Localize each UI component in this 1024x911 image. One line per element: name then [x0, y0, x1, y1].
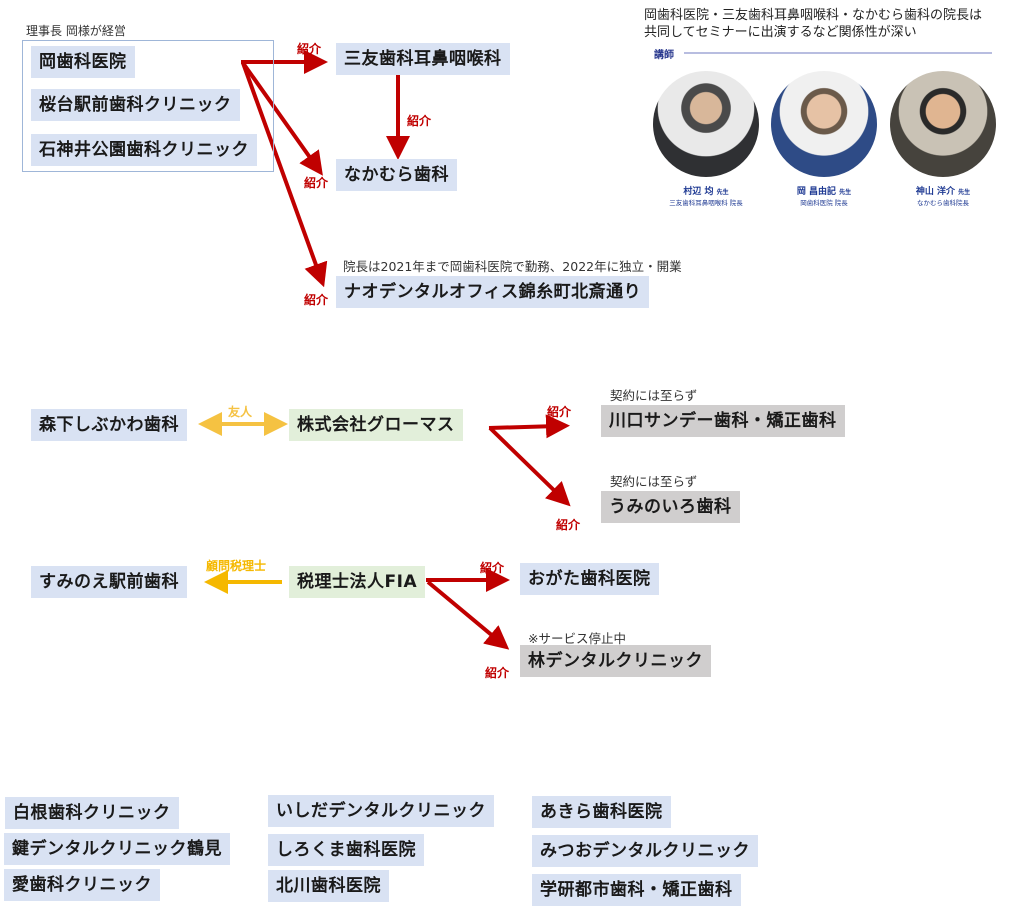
lecturer-3-suffix: 先生 — [958, 189, 971, 196]
label-referral-sanyu-nakamura: 紹介 — [407, 114, 432, 128]
lecturer-1-suffix: 先生 — [716, 189, 729, 196]
node-morishita: 森下しぶかわ歯科 — [31, 409, 187, 441]
lecturer-role-3: なかむら歯科院長 — [917, 199, 969, 207]
lecturer-1-name: 村辺 均 — [683, 187, 714, 197]
node-oka-dental: 岡歯科医院 — [31, 46, 135, 78]
label-referral-nao: 紹介 — [304, 293, 329, 307]
clinic-col2-3: 北川歯科医院 — [268, 870, 389, 902]
label-referral-nakamura: 紹介 — [304, 176, 329, 190]
label-referral-ogata: 紹介 — [480, 561, 505, 575]
label-referral-kawaguchi: 紹介 — [547, 405, 572, 419]
oka-group-box — [22, 40, 274, 172]
seminar-note-line1: 岡歯科医院・三友歯科耳鼻咽喉科・なかむら歯科の院長は — [644, 8, 983, 23]
nao-note: 院長は2021年まで岡歯科医院で勤務、2022年に独立・開業 — [343, 259, 682, 274]
node-sakuradai: 桜台駅前歯科クリニック — [31, 89, 240, 121]
node-hayashi: 林デンタルクリニック — [520, 645, 711, 677]
clinic-col1-1: 白根歯科クリニック — [5, 797, 179, 829]
node-shakujii: 石神井公園歯科クリニック — [31, 134, 257, 166]
lecturer-name-3: 神山 洋介 先生 — [890, 184, 996, 197]
seminar-note-line2: 共同してセミナーに出演するなど関係性が深い — [644, 25, 917, 40]
label-friend: 友人 — [228, 405, 253, 419]
node-ogata: おがた歯科医院 — [520, 563, 659, 595]
portrait-murabe — [653, 71, 759, 177]
hayashi-note: ※サービス停止中 — [528, 631, 626, 646]
kawaguchi-note: 契約には至らず — [610, 388, 698, 403]
clinic-col1-2: 鍵デンタルクリニック鶴見 — [4, 833, 230, 865]
lecturer-divider — [684, 52, 992, 54]
label-referral-umi: 紹介 — [556, 518, 581, 532]
clinic-col1-3: 愛歯科クリニック — [4, 869, 160, 901]
node-nao-dental: ナオデンタルオフィス錦糸町北斎通り — [336, 276, 650, 308]
lecturer-2-name: 岡 昌由記 — [796, 187, 836, 197]
clinic-col3-2: みつおデンタルクリニック — [532, 835, 758, 867]
label-referral-hayashi: 紹介 — [485, 666, 510, 680]
node-kawaguchi: 川口サンデー歯科・矯正歯科 — [601, 405, 845, 437]
node-nakamura: なかむら歯科 — [336, 159, 457, 191]
lecturer-name-1: 村辺 均 先生 — [653, 184, 759, 197]
group-caption: 理事長 岡様が経営 — [26, 24, 126, 38]
label-referral-sanyu: 紹介 — [297, 42, 322, 56]
arrow-glowmas-to-kawaguchi — [488, 414, 570, 439]
node-fia: 税理士法人FIA — [289, 566, 426, 598]
lecturer-3-name: 神山 洋介 — [915, 187, 955, 197]
lecturer-role-1: 三友歯科耳鼻咽喉科 院長 — [669, 199, 743, 207]
lecturer-name-2: 岡 昌由記 先生 — [771, 184, 877, 197]
arrow-glowmas-to-umi — [488, 426, 571, 507]
clinic-col2-1: いしだデンタルクリニック — [268, 795, 494, 827]
clinic-col3-3: 学研都市歯科・矯正歯科 — [532, 874, 741, 906]
lecturer-2-suffix: 先生 — [839, 189, 852, 196]
label-advisor: 顧問税理士 — [206, 559, 267, 573]
portrait-kamiyama — [890, 71, 996, 177]
lecturer-role-2: 岡歯科医院 院長 — [800, 199, 848, 207]
clinic-col3-1: あきら歯科医院 — [532, 796, 671, 828]
umi-note: 契約には至らず — [610, 474, 698, 489]
node-umi: うみのいろ歯科 — [601, 491, 740, 523]
node-sanyu: 三友歯科耳鼻咽喉科 — [336, 43, 510, 75]
portrait-oka — [771, 71, 877, 177]
node-sumino: すみのえ駅前歯科 — [31, 566, 187, 598]
arrow-oka-to-nao — [241, 62, 328, 288]
clinic-col2-2: しろくま歯科医院 — [268, 834, 424, 866]
node-glowmas: 株式会社グローマス — [289, 409, 463, 441]
arrow-fia-to-hayashi — [426, 580, 510, 650]
arrow-oka-to-nakamura — [241, 61, 323, 176]
lecturer-heading: 講師 — [654, 50, 674, 61]
